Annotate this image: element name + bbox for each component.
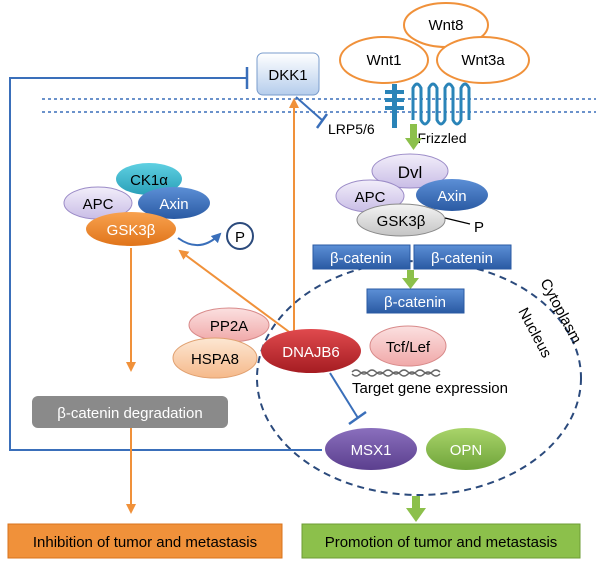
promotion-outcome-box bbox=[301, 523, 581, 559]
lrp-label: LRP5/6 bbox=[328, 121, 375, 137]
svg-text:MSX1: MSX1 bbox=[351, 442, 392, 459]
svg-text:β-catenin degradation: β-catenin degradation bbox=[57, 405, 202, 422]
phosphorylation-arrow bbox=[177, 232, 222, 246]
svg-text:GSK3β: GSK3β bbox=[377, 213, 426, 230]
cell-membrane bbox=[42, 98, 596, 113]
svg-text:β-catenin: β-catenin bbox=[431, 250, 493, 267]
hspa8-node bbox=[172, 337, 258, 379]
gsk3b-right-node bbox=[356, 203, 446, 237]
wnt-ligands: Wnt8 Wnt1 Wnt3a bbox=[339, 2, 530, 84]
dnajb6-node bbox=[261, 329, 361, 373]
gsk3b-left-node bbox=[86, 212, 176, 246]
inhibition-outcome-box bbox=[7, 523, 283, 559]
ck1a-node bbox=[116, 163, 182, 195]
dkk1-box bbox=[256, 52, 320, 96]
catenin-right-box bbox=[413, 244, 512, 270]
lrp-receptor-icon bbox=[385, 84, 404, 128]
catenin-nuclear-import-arrow bbox=[402, 270, 419, 289]
wnt1-label: Wnt1 bbox=[366, 52, 401, 69]
nucleus-to-promotion-arrow bbox=[406, 496, 426, 522]
svg-text:Tcf/Lef: Tcf/Lef bbox=[386, 339, 431, 356]
svg-text:β-catenin: β-catenin bbox=[384, 294, 446, 311]
catenin-nuclear-box bbox=[366, 288, 465, 314]
svg-text:PP2A: PP2A bbox=[210, 318, 248, 335]
svg-text:APC: APC bbox=[83, 196, 114, 213]
svg-text:Inhibition of tumor and metast: Inhibition of tumor and metastasis bbox=[33, 534, 257, 551]
frizzled-receptor-icon bbox=[411, 82, 471, 126]
receptor-to-dvl-arrow bbox=[405, 124, 422, 150]
phosphate-circle bbox=[226, 222, 254, 250]
dna-strand-icon bbox=[351, 369, 441, 377]
catenin-left-box bbox=[312, 244, 411, 270]
svg-text:β-catenin: β-catenin bbox=[330, 250, 392, 267]
dkk1-lrp-inhibition bbox=[295, 96, 323, 121]
svg-text:Dvl: Dvl bbox=[398, 163, 423, 182]
tcf-lef-node bbox=[369, 325, 447, 367]
svg-text:P: P bbox=[235, 229, 245, 246]
phospho-right-label: P bbox=[474, 219, 484, 236]
frizzled-label: Frizzled bbox=[417, 130, 466, 146]
svg-text:CK1α: CK1α bbox=[130, 172, 168, 189]
dnajb6-msx1-inhibition bbox=[329, 372, 359, 419]
dnajb6-to-gsk-arrow bbox=[178, 249, 293, 335]
dvl-node bbox=[371, 153, 449, 189]
catenin-degradation-box bbox=[32, 396, 228, 428]
svg-text:GSK3β: GSK3β bbox=[107, 222, 156, 239]
nucleus-label: Nucleus bbox=[514, 305, 554, 361]
wnt8-label: Wnt8 bbox=[428, 17, 463, 34]
msx1-dkk1-feedback-line bbox=[9, 77, 322, 451]
axin-right-node bbox=[416, 179, 488, 211]
wnt3a-label: Wnt3a bbox=[461, 52, 505, 69]
target-gene-label: Target gene expression bbox=[352, 380, 508, 397]
opn-node bbox=[426, 428, 506, 470]
svg-text:HSPA8: HSPA8 bbox=[191, 351, 239, 368]
msx1-node bbox=[325, 428, 417, 470]
svg-text:OPN: OPN bbox=[450, 442, 483, 459]
svg-text:Axin: Axin bbox=[159, 196, 188, 213]
dkk1-label: DKK1 bbox=[268, 67, 307, 84]
svg-text:APC: APC bbox=[355, 189, 386, 206]
svg-text:DNAJB6: DNAJB6 bbox=[282, 344, 340, 361]
svg-text:Axin: Axin bbox=[437, 188, 466, 205]
axin-left-node bbox=[138, 187, 210, 219]
svg-text:Promotion of tumor and metasta: Promotion of tumor and metastasis bbox=[325, 534, 558, 551]
